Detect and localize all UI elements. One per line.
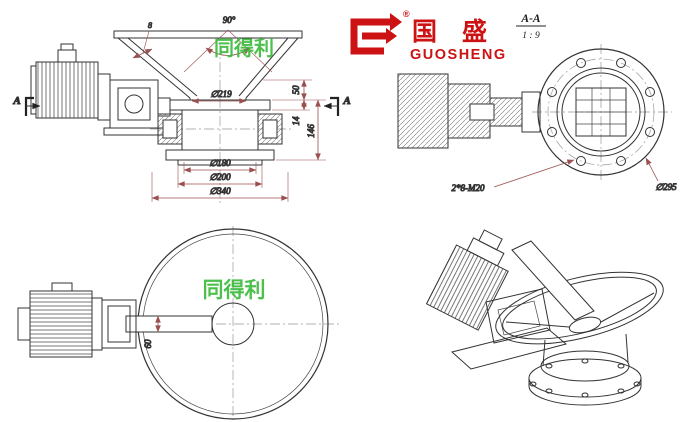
section-marker-left: A [12, 95, 41, 116]
hopper-iso [495, 240, 664, 345]
base-bolt-holes [529, 358, 641, 398]
dim-hopper-angle: 90° [223, 15, 236, 25]
dim-d200: ∅200 [209, 172, 231, 182]
brand-logo: ® 国 盛 GUOSHENG [350, 9, 507, 63]
dim-bolt-spec: 2*8-M20 [452, 183, 485, 193]
section-letter-left: A [12, 95, 20, 107]
valve-body-front [157, 99, 283, 166]
motor-plan [17, 282, 137, 358]
section-callout: A-A 1 : 9 [516, 13, 546, 41]
brand-name-cn: 国 盛 [412, 17, 496, 46]
bolt-holes [547, 58, 655, 166]
gearbox-section [397, 73, 541, 149]
dim-h146: 146 [306, 124, 316, 138]
dim-shaft-width: 60 [143, 339, 153, 349]
dim-flange-diameter: ∅295 [655, 182, 677, 192]
brand-emblem-icon [350, 13, 402, 55]
section-letter-right: A [342, 95, 350, 107]
watermark-top: 同得利 [214, 36, 274, 60]
flange-base-iso [528, 333, 642, 406]
registered-mark: ® [403, 9, 410, 19]
plan-view: 60 [17, 226, 340, 420]
motor-iso [425, 229, 509, 331]
dim-h14: 14 [291, 116, 301, 126]
dim-d180: ∅180 [209, 158, 231, 168]
flange-section [537, 48, 665, 176]
section-callout-title: A-A [520, 13, 541, 25]
brand-name-en: GUOSHENG [410, 47, 507, 63]
section-view: 2*8-M20 ∅295 [397, 44, 678, 194]
motor-front [30, 43, 171, 136]
front-view: 90° 8 ∅219 ∅180 ∅200 ∅340 50 14 146 [12, 15, 351, 205]
dim-bore: ∅219 [210, 89, 232, 99]
dim-h50: 50 [291, 85, 301, 95]
watermark-bottom: 同得利 [203, 278, 266, 302]
section-callout-scale: 1 : 9 [522, 31, 540, 41]
hopper-front [113, 30, 303, 100]
dim-wall-thickness: 8 [148, 21, 152, 30]
section-marker-right: A [323, 95, 351, 116]
chute-blade [511, 240, 595, 321]
dim-d340: ∅340 [209, 186, 231, 196]
isometric-view [425, 229, 664, 406]
